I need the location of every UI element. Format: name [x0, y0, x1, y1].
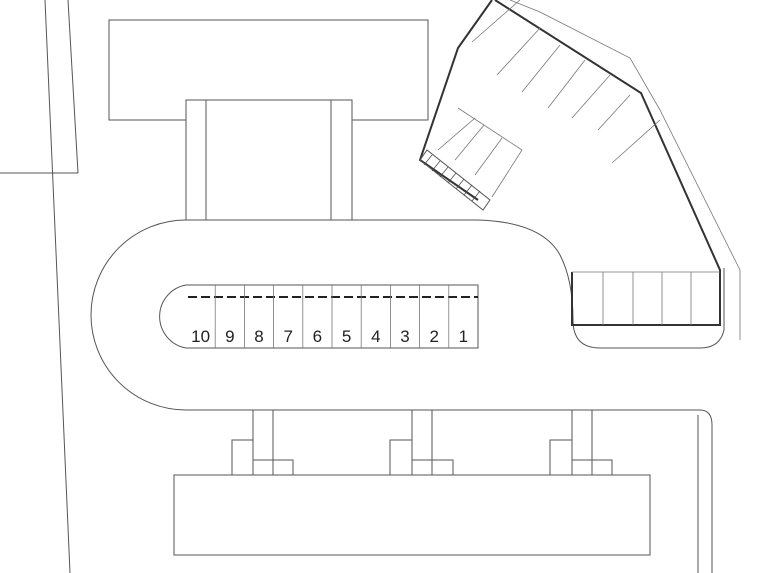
stall-number-8: 8 [254, 327, 263, 346]
stall-divider-lines [214, 285, 450, 348]
stall-number-labels: 10 9 8 7 6 5 4 3 2 1 [191, 327, 468, 346]
north-building [108, 19, 429, 221]
property-boundary [0, 0, 79, 573]
angled-parking-wing [418, 0, 741, 340]
south-building [173, 409, 651, 556]
loop-driveway [90, 219, 725, 573]
stall-number-6: 6 [313, 327, 322, 346]
stall-number-5: 5 [342, 327, 351, 346]
stall-number-10: 10 [191, 327, 210, 346]
stall-number-9: 9 [225, 327, 234, 346]
hatched-strip [423, 154, 481, 202]
stall-number-2: 2 [429, 327, 438, 346]
stall-number-7: 7 [283, 327, 292, 346]
stall-number-1: 1 [459, 327, 468, 346]
parking-island: 10 9 8 7 6 5 4 3 2 1 [159, 284, 479, 349]
stall-number-4: 4 [371, 327, 380, 346]
stall-number-3: 3 [400, 327, 409, 346]
